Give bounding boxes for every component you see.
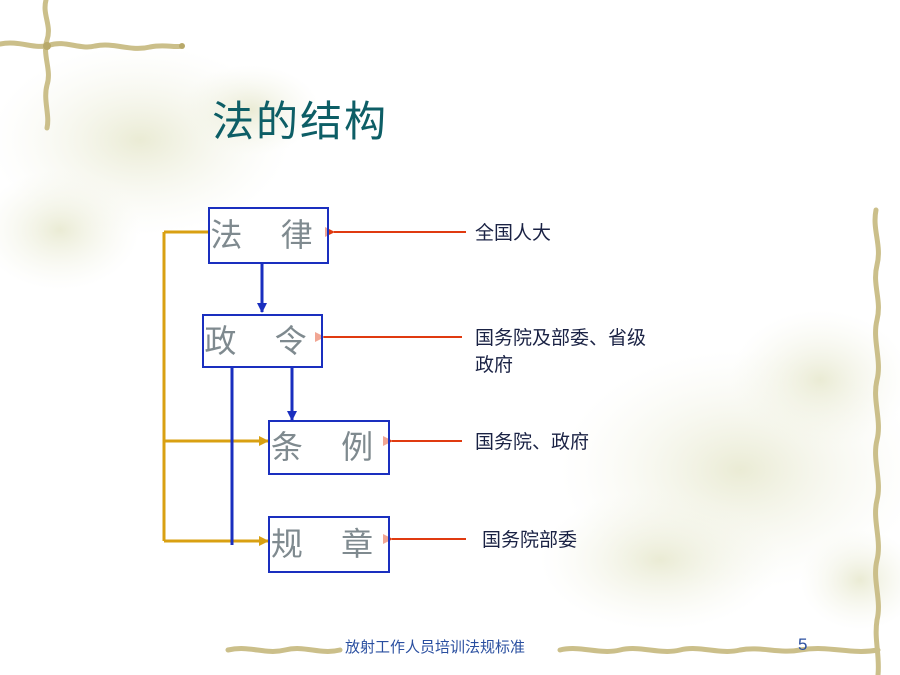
source-rule: 国务院部委 (482, 529, 578, 551)
source-decree-line1: 国务院及部委、省级 (475, 327, 647, 349)
box-law: 法 律 (208, 207, 329, 264)
page-number: 5 (798, 635, 808, 654)
box-rule: 规 章 (268, 516, 390, 573)
box-decree: 政 令 (202, 314, 323, 368)
source-decree-line2: 政府 (475, 354, 514, 376)
gold-bracket-lines (162, 230, 269, 546)
red-source-arrows (315, 227, 466, 544)
vine-top-left (0, 0, 185, 131)
box-decree-label: 政 令 (204, 322, 321, 360)
source-decree: 国务院及部委、省级 政府 (475, 325, 646, 379)
footer-text: 放射工作人员培训法规标准 (345, 638, 526, 656)
box-law-label: 法 律 (210, 216, 327, 254)
slide-title: 法的结构 (212, 97, 389, 146)
source-regulation: 国务院、政府 (475, 431, 590, 453)
source-law: 全国人大 (475, 222, 552, 244)
box-rule-label: 规 章 (270, 525, 388, 563)
box-regulation-label: 条 例 (270, 428, 388, 466)
vine-bottom (225, 646, 881, 654)
blue-flow-arrows (230, 264, 297, 545)
box-regulation: 条 例 (268, 420, 390, 475)
vine-right (872, 207, 881, 675)
